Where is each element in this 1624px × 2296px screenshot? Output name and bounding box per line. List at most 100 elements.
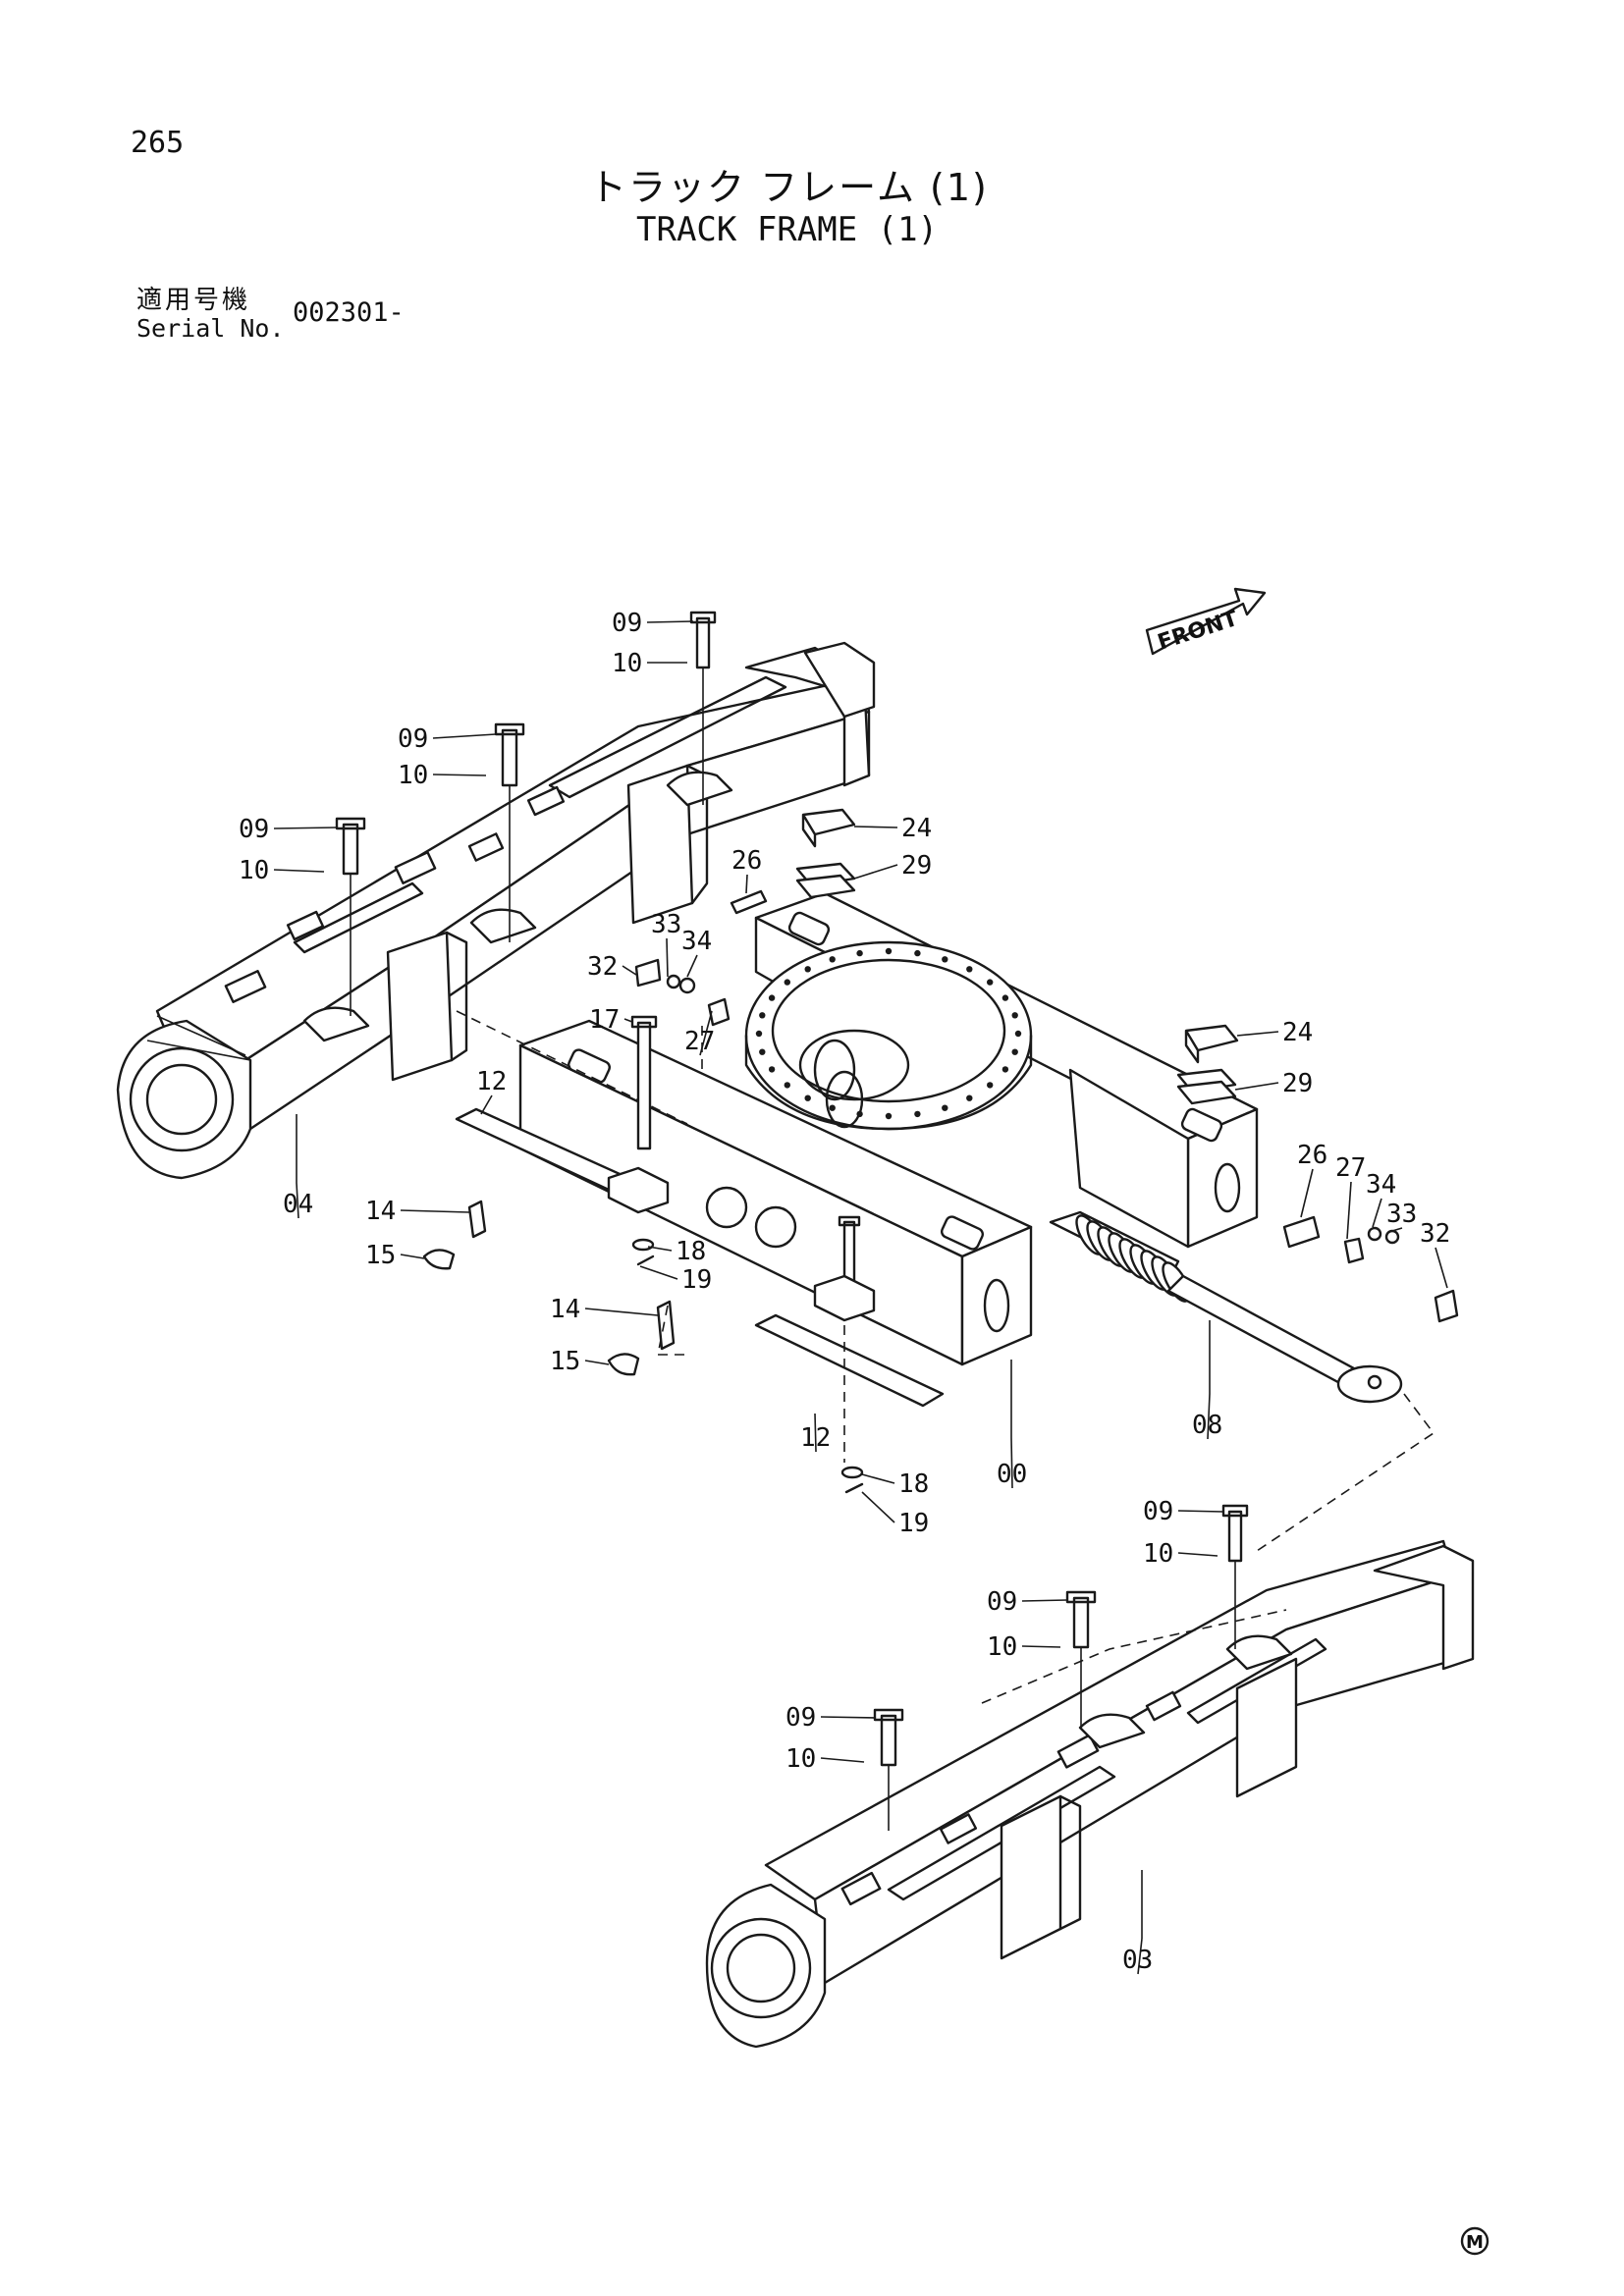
part-callout-label: 26 — [1297, 1141, 1327, 1170]
ring-bolt-hole — [784, 1082, 790, 1089]
title-english: TRACK FRAME (1) — [636, 210, 939, 249]
part-callout-label: 33 — [1386, 1200, 1417, 1229]
part-callout-label: 15 — [365, 1241, 396, 1270]
center-frame — [456, 891, 1259, 1438]
callout-leader-line — [296, 1182, 299, 1219]
part-callout-label: 09 — [1143, 1497, 1173, 1526]
callout-leader-line — [1177, 1552, 1218, 1557]
ring-bolt-hole — [759, 1048, 766, 1055]
callout-leader-line — [814, 1413, 817, 1453]
callout-leader-line — [400, 1209, 470, 1213]
callout-leader-line — [699, 1010, 713, 1056]
callout-leader-line — [1391, 1227, 1403, 1232]
callout-leader-line — [1137, 1938, 1143, 1975]
callout-leader-line — [1300, 1168, 1314, 1218]
serial-label-english: Serial No. — [136, 314, 285, 343]
part-callout-label: 32 — [1420, 1219, 1450, 1249]
part-callout-label: 33 — [651, 910, 681, 939]
ring-bolt-hole — [856, 1110, 863, 1118]
callout-leader-line — [1010, 1437, 1013, 1489]
part-callout-label: 19 — [898, 1509, 929, 1538]
right-side-frame — [705, 1539, 1475, 2049]
part-callout-label: 10 — [785, 1744, 816, 1774]
m-mark-icon: M — [1460, 2226, 1489, 2256]
callout-leader-line — [480, 1095, 493, 1115]
callout-leader-line — [745, 874, 748, 894]
part-callout-label: 12 — [476, 1067, 507, 1096]
callout-leader-line — [1021, 1645, 1061, 1648]
callout-leader-line — [861, 1491, 895, 1523]
part-callout-label: 24 — [901, 814, 932, 843]
ring-bolt-hole — [987, 1082, 994, 1089]
callout-leader-line — [853, 826, 898, 828]
part-callout-label: 14 — [365, 1197, 396, 1226]
callout-leader-line — [273, 869, 325, 873]
corner-mark-label: M — [1466, 2232, 1484, 2253]
ring-bolt-hole — [804, 966, 811, 973]
callout-leader-line — [400, 1254, 425, 1259]
title-japanese: トラック フレーム (1) — [589, 166, 989, 209]
ring-bolt-hole — [829, 1104, 836, 1111]
callout-leader-line — [646, 620, 694, 623]
callout-leader-line — [584, 1360, 610, 1365]
callout-leader-line — [1346, 1181, 1352, 1240]
callout-leader-line — [1234, 1082, 1279, 1091]
ring-bolt-hole — [829, 956, 836, 963]
ring-bolt-hole — [1011, 1012, 1018, 1019]
part-callout-label: 34 — [681, 927, 712, 956]
ring-bolt-hole — [856, 949, 863, 957]
ring-bolt-hole — [885, 1112, 893, 1120]
ring-bolt-hole — [784, 979, 790, 986]
callout-leader-line — [647, 1246, 673, 1252]
track-adjuster — [1049, 1210, 1435, 1552]
part-callout-label: 10 — [1143, 1539, 1173, 1569]
part-callout-label: 27 — [684, 1027, 715, 1056]
callout-leader-line — [584, 1308, 659, 1316]
callout-leader-line — [820, 1757, 865, 1763]
part-callout-label: 27 — [1335, 1153, 1366, 1183]
callout-leader-line — [820, 1716, 876, 1719]
part-callout-label: 29 — [901, 851, 932, 881]
callout-leader-line — [639, 1265, 678, 1280]
ring-bolt-hole — [987, 979, 994, 986]
part-callout-label: 29 — [1282, 1069, 1313, 1098]
small-parts — [335, 611, 1459, 1831]
callout-leader-line — [432, 774, 487, 776]
callout-leader-line — [686, 954, 698, 978]
serial-number-value: 002301- — [293, 297, 405, 328]
ring-bolt-hole — [942, 1104, 948, 1111]
callout-leader-line — [861, 1473, 895, 1484]
part-callout-label: 15 — [550, 1347, 580, 1376]
ring-bolt-hole — [1011, 1048, 1018, 1055]
ring-bolt-hole — [1014, 1030, 1022, 1038]
part-callout-label: 14 — [550, 1295, 580, 1324]
part-callout-label: 26 — [731, 846, 762, 876]
part-callout-label: 19 — [681, 1265, 712, 1295]
part-callout-label: 10 — [398, 761, 428, 790]
part-callout-label: 09 — [239, 815, 269, 844]
ring-bolt-hole — [755, 1030, 763, 1038]
callout-leader-line — [622, 965, 637, 976]
ring-bolt-hole — [885, 947, 893, 955]
page-number: 265 — [131, 126, 185, 160]
callout-leader-line — [623, 1018, 633, 1023]
part-callout-label: 18 — [898, 1469, 929, 1499]
callout-leader-line — [1435, 1247, 1448, 1289]
ring-bolt-hole — [804, 1095, 811, 1101]
callout-leader-line — [432, 733, 497, 739]
part-callout-label: 09 — [785, 1703, 816, 1733]
serial-label-japanese: 適用号機 — [136, 286, 251, 315]
callout-leader-line — [1021, 1599, 1068, 1602]
callout-leader-line — [1372, 1198, 1382, 1228]
part-callout-label: 32 — [587, 952, 618, 982]
part-callout-label: 18 — [676, 1237, 706, 1266]
part-callout-label: 09 — [398, 724, 428, 754]
part-callout-label: 09 — [987, 1587, 1017, 1617]
part-callout-label: 34 — [1366, 1170, 1396, 1200]
callout-leader-line — [666, 937, 669, 978]
callout-leader-line — [1207, 1393, 1211, 1440]
ring-bolt-hole — [966, 1095, 973, 1101]
